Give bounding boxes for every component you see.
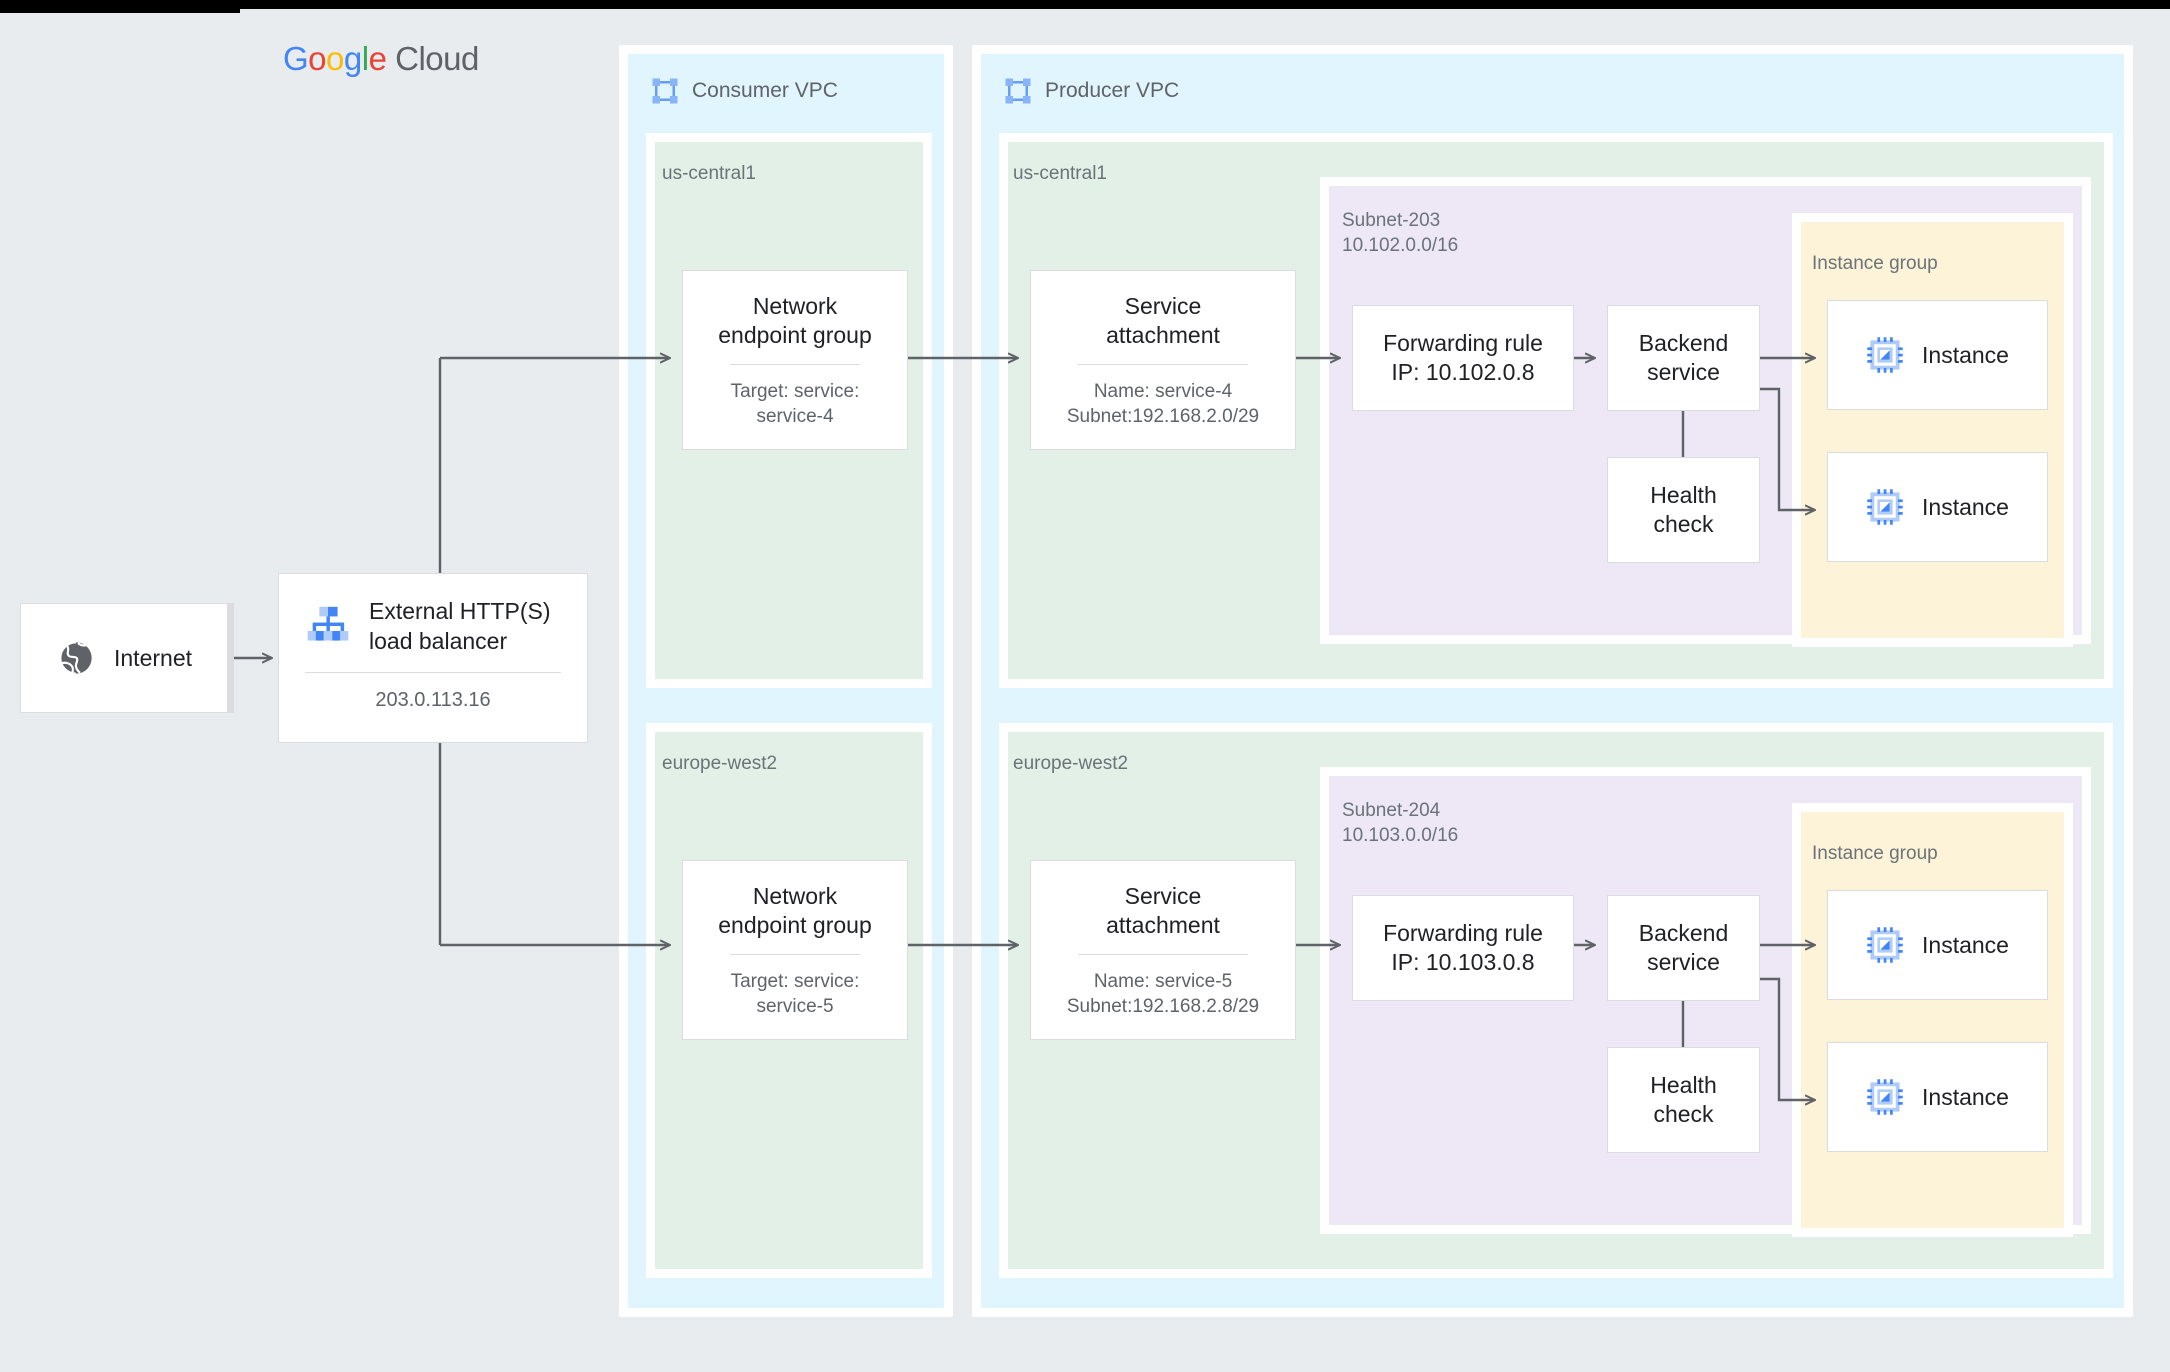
- sa-title-line1: Service: [1124, 292, 1202, 319]
- consumer-vpc-header: Consumer VPC: [650, 76, 838, 106]
- subnet-204-name: Subnet-204: [1342, 800, 1441, 821]
- neg-sub-line2: service-5: [756, 995, 834, 1017]
- logo-letter-G: G: [283, 40, 309, 77]
- bs-title-line1: Backend: [1638, 330, 1729, 356]
- fr-title-line2: IP: 10.102.0.8: [1391, 359, 1535, 385]
- vpc-icon: [652, 78, 678, 104]
- neg-sub-line1: Target: service:: [730, 380, 860, 402]
- instance-chip-icon: [1867, 927, 1903, 963]
- backend-service-us-central1[interactable]: Backend service: [1607, 305, 1760, 411]
- forwarding-rule-us-central1[interactable]: Forwarding rule IP: 10.102.0.8: [1352, 305, 1574, 411]
- service-attachment-europe-west2[interactable]: Service attachment Name: service-5 Subne…: [1030, 860, 1296, 1040]
- instance-label: Instance: [1922, 931, 2009, 958]
- instance-chip-icon: [1867, 489, 1903, 525]
- internet-label: Internet: [114, 644, 192, 671]
- logo-letter-l: l: [361, 40, 369, 77]
- globe-icon: [59, 641, 92, 675]
- neg-sub-line1: Target: service:: [730, 970, 860, 992]
- instance-card-europe-west2-2[interactable]: Instance: [1827, 1042, 2048, 1152]
- neg-divider: [730, 363, 860, 365]
- sa-sub-line1: Name: service-5: [1093, 970, 1233, 992]
- sa-sub-line2: Subnet:192.168.2.8/29: [1066, 995, 1260, 1017]
- producer-vpc-label: Producer VPC: [1045, 79, 1180, 102]
- neg-title-line1: Network: [752, 292, 838, 319]
- health-check-us-central1[interactable]: Health check: [1607, 457, 1760, 563]
- instance-card-us-central1-2[interactable]: Instance: [1827, 452, 2048, 562]
- consumer-region-label-us-central1: us-central1: [662, 163, 756, 184]
- instance-card-europe-west2-1[interactable]: Instance: [1827, 890, 2048, 1000]
- hc-title-line2: check: [1653, 1101, 1714, 1127]
- fr-title-line1: Forwarding rule: [1383, 330, 1543, 356]
- sa-divider: [1078, 363, 1248, 365]
- health-check-europe-west2[interactable]: Health check: [1607, 1047, 1760, 1153]
- producer-region-label-us-central1: us-central1: [1013, 163, 1107, 184]
- vpc-icon: [1005, 78, 1031, 104]
- hc-title-line2: check: [1653, 511, 1714, 537]
- lb-ip-address: 203.0.113.16: [375, 689, 491, 711]
- forwarding-rule-europe-west2[interactable]: Forwarding rule IP: 10.103.0.8: [1352, 895, 1574, 1001]
- logo-letter-o1: o: [308, 40, 327, 77]
- network-endpoint-group-us-central1[interactable]: Network endpoint group Target: service: …: [682, 270, 908, 450]
- bs-title-line2: service: [1647, 949, 1720, 975]
- subnet-203-cidr: 10.102.0.0/16: [1342, 235, 1459, 256]
- consumer-vpc-label: Consumer VPC: [692, 79, 838, 102]
- lb-title-line1: External HTTP(S): [369, 598, 551, 624]
- sa-title-line2: attachment: [1106, 321, 1220, 348]
- bs-title-line1: Backend: [1638, 920, 1729, 946]
- arrow-bs-to-instance2-europe-west2: [1760, 977, 1815, 1100]
- neg-sub-line2: service-4: [756, 405, 834, 427]
- neg-title-line1: Network: [752, 882, 838, 909]
- top-black-bar-right: [240, 0, 2170, 9]
- top-black-bar-left: [0, 0, 240, 13]
- lb-title-line2: load balancer: [369, 628, 508, 654]
- network-endpoint-group-europe-west2[interactable]: Network endpoint group Target: service: …: [682, 860, 908, 1040]
- neg-title-line2: endpoint group: [718, 321, 872, 348]
- logo-letter-e: e: [368, 40, 387, 77]
- logo-letter-g: g: [343, 40, 362, 77]
- instance-label: Instance: [1922, 493, 2009, 520]
- neg-divider: [730, 953, 860, 955]
- instance-group-europe-west2: [1792, 803, 2073, 1237]
- logo-letter-o2: o: [326, 40, 344, 77]
- instance-card-us-central1-1[interactable]: Instance: [1827, 300, 2048, 410]
- google-cloud-logo: Google Cloud: [283, 40, 479, 78]
- subnet-203-name: Subnet-203: [1342, 210, 1441, 231]
- instance-group-label-europe-west2: Instance group: [1812, 843, 1938, 864]
- backend-service-europe-west2[interactable]: Backend service: [1607, 895, 1760, 1001]
- instance-label: Instance: [1922, 341, 2009, 368]
- internet-node[interactable]: Internet: [20, 603, 228, 713]
- lb-divider: [305, 672, 561, 673]
- sa-sub-line2: Subnet:192.168.2.0/29: [1066, 405, 1260, 427]
- hc-title-line1: Health: [1650, 482, 1717, 508]
- instance-group-us-central1: [1792, 213, 2073, 647]
- hc-title-line1: Health: [1650, 1072, 1717, 1098]
- subnet-204-cidr: 10.103.0.0/16: [1342, 825, 1459, 846]
- bs-title-line2: service: [1647, 359, 1720, 385]
- consumer-region-label-europe-west2: europe-west2: [662, 753, 778, 774]
- fr-title-line2: IP: 10.103.0.8: [1391, 949, 1535, 975]
- producer-region-label-europe-west2: europe-west2: [1013, 753, 1129, 774]
- sa-title-line1: Service: [1124, 882, 1202, 909]
- sa-title-line2: attachment: [1106, 911, 1220, 938]
- logo-cloud-text: Cloud: [395, 40, 479, 77]
- producer-vpc-header: Producer VPC: [1003, 76, 1179, 106]
- fr-title-line1: Forwarding rule: [1383, 920, 1543, 946]
- instance-label: Instance: [1922, 1083, 2009, 1110]
- instance-chip-icon: [1867, 1079, 1903, 1115]
- external-http-load-balancer-node[interactable]: External HTTP(S) load balancer 203.0.113…: [278, 573, 588, 743]
- arrow-bs-to-instance2-us-central1: [1760, 387, 1815, 510]
- service-attachment-us-central1[interactable]: Service attachment Name: service-4 Subne…: [1030, 270, 1296, 450]
- instance-chip-icon: [1867, 337, 1903, 373]
- load-balancer-icon: [307, 606, 349, 641]
- neg-title-line2: endpoint group: [718, 911, 872, 938]
- sa-divider: [1078, 953, 1248, 955]
- sa-sub-line1: Name: service-4: [1093, 380, 1233, 402]
- instance-group-label-us-central1: Instance group: [1812, 253, 1938, 274]
